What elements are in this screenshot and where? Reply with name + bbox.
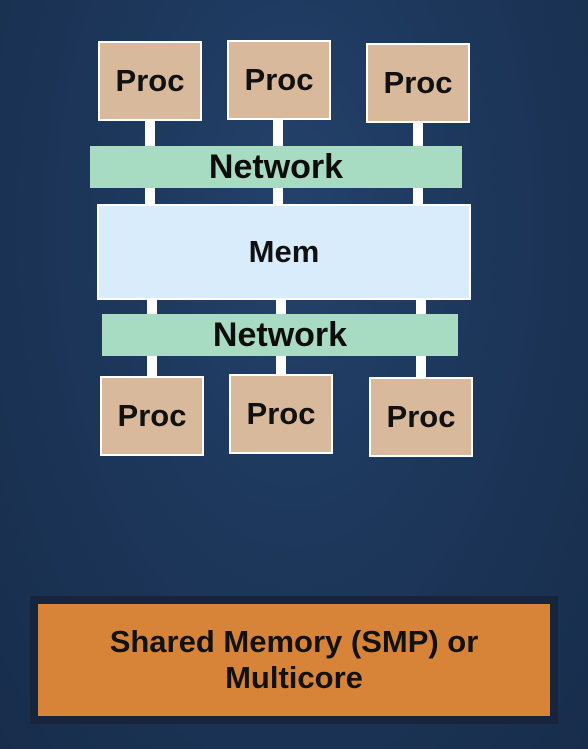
top-processor-2: Proc bbox=[227, 40, 331, 120]
shared-memory-diagram: Network Mem Network Proc Proc Proc Proc … bbox=[90, 40, 473, 457]
bottom-processor-2: Proc bbox=[229, 374, 333, 454]
top-processor-1: Proc bbox=[98, 41, 202, 121]
top-network-bar: Network bbox=[90, 146, 462, 188]
caption-label: Shared Memory (SMP) or Multicore bbox=[38, 604, 550, 716]
bottom-network-bar: Network bbox=[102, 314, 458, 356]
top-processor-3: Proc bbox=[366, 43, 470, 123]
bottom-processor-3: Proc bbox=[369, 377, 473, 457]
bottom-processor-1: Proc bbox=[100, 376, 204, 456]
caption-frame: Shared Memory (SMP) or Multicore bbox=[30, 596, 558, 724]
memory-block: Mem bbox=[97, 204, 471, 300]
